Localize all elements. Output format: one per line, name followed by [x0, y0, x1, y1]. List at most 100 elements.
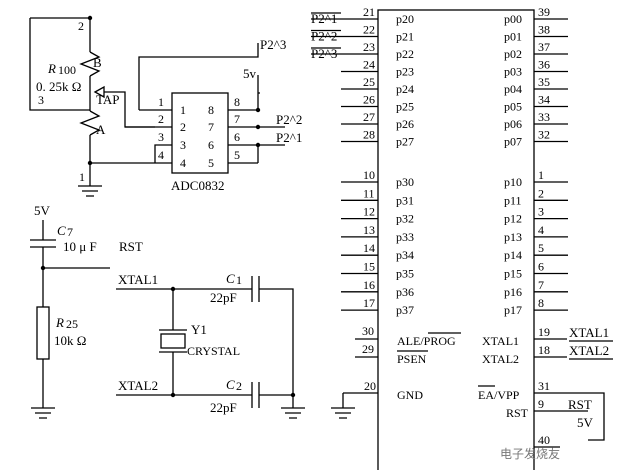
mcu-right-pin-number: 39	[538, 5, 550, 19]
pot-ref-letter: R	[47, 61, 56, 76]
mcu-pin-xtal2-name: XTAL2	[482, 352, 519, 366]
potentiometer-r100: R 100 0. 25k Ω 2 3 1 B TAP A	[29, 15, 155, 186]
mcu-left-pin-number: 21	[363, 5, 375, 19]
pot-value: 0. 25k Ω	[36, 79, 81, 94]
reset-cap-value: 10 μ F	[63, 239, 97, 254]
adc-ext-pin-3: 3	[158, 130, 164, 144]
mcu-pin-ea-name: EA/VPP	[478, 388, 520, 402]
adc-net-p22: P2^2	[276, 112, 302, 127]
adc-net-p23: P2^3	[260, 37, 286, 52]
mcu-right-pin-name: p04	[504, 82, 522, 96]
mcu-right-pin-name: p06	[504, 117, 522, 131]
mcu-left-pin-number: 14	[363, 241, 375, 255]
mcu-left-pin-name: p27	[396, 135, 414, 149]
pot-ref-sub: 100	[58, 63, 76, 77]
mcu-right-pin-number: 6	[538, 260, 544, 274]
crystal-c1-ref: C	[226, 271, 235, 286]
mcu-left-pin-number: 26	[363, 93, 375, 107]
mcu-left-pin-name: p24	[396, 82, 414, 96]
adc-ext-pin-6: 6	[234, 130, 240, 144]
reset-res-value: 10k Ω	[54, 333, 86, 348]
adc-ext-pin-7: 7	[234, 112, 240, 126]
crystal-y1-ref: Y1	[191, 322, 207, 337]
mcu-left-pin-name: p31	[396, 193, 414, 207]
mcu-right-pin-name: p15	[504, 267, 522, 281]
mcu-left-pin-number: 13	[363, 223, 375, 237]
mcu-net-5v: 5V	[577, 415, 594, 430]
mcu-left-pin-name: p20	[396, 12, 414, 26]
crystal-c1-value: 22pF	[210, 290, 237, 305]
mcu-right-pin-number: 8	[538, 296, 544, 310]
mcu-left-pin-number: 27	[363, 110, 375, 124]
mcu-left-pin-name: p32	[396, 212, 414, 226]
mcu-left-pin-name: p22	[396, 47, 414, 61]
mcu-right-pin-group: 39p0038p0137p0236p0335p0434p0533p0632p07…	[504, 5, 568, 317]
pot-pin-2: 2	[78, 19, 84, 33]
adc-in-pin-6: 6	[208, 138, 214, 152]
mcu-left-pin-name: p33	[396, 230, 414, 244]
reset-res-ref: R	[55, 315, 64, 330]
mcu-pin-rst-name: RST	[506, 406, 529, 420]
mcu-right-pin-name: p16	[504, 285, 522, 299]
adc-net-5v: 5v	[243, 66, 257, 81]
mcu-left-pin-number: 11	[363, 186, 375, 200]
mcu-left-pin-number: 15	[363, 260, 375, 274]
mcu-pin-31-num: 31	[538, 379, 550, 393]
mcu-net-xtal2: XTAL2	[569, 343, 609, 358]
mcu-left-pin-number: 28	[363, 128, 375, 142]
mcu-left-pin-name: p36	[396, 285, 414, 299]
adc-ext-pin-1: 1	[158, 95, 164, 109]
mcu-right-pin-name: p14	[504, 248, 522, 262]
pot-pin-1: 1	[79, 170, 85, 184]
crystal-c2-sub: 2	[236, 379, 242, 393]
mcu-pin-30-num: 30	[362, 324, 374, 338]
mcu-right-pin-name: p17	[504, 303, 522, 317]
mcu-left-pin-number: 22	[363, 23, 375, 37]
mcu-right-pin-number: 1	[538, 168, 544, 182]
mcu-left-pin-number: 17	[363, 296, 375, 310]
adc-ext-pin-5: 5	[234, 148, 240, 162]
crystal-xtal2-label: XTAL2	[118, 378, 158, 393]
adc-ext-pin-8: 8	[234, 95, 240, 109]
mcu-right-pin-name: p02	[504, 47, 522, 61]
mcu-right-pin-name: p03	[504, 65, 522, 79]
mcu-net-rst: RST	[568, 397, 592, 412]
crystal-c2-value: 22pF	[210, 400, 237, 415]
mcu-pin-19-num: 19	[538, 325, 550, 339]
mcu-right-pin-number: 2	[538, 186, 544, 200]
mcu-right-pin-name: p00	[504, 12, 522, 26]
mcu-right-pin-number: 36	[538, 58, 550, 72]
watermark-text: 电子发烧友	[500, 446, 560, 461]
mcu-left-pin-number: 16	[363, 278, 375, 292]
reset-cap-ref: C	[57, 223, 66, 238]
mcu-pin-psen-name: PSEN	[397, 352, 427, 366]
mcu-pin-xtal1-name: XTAL1	[482, 334, 519, 348]
mcu-right-pin-name: p10	[504, 175, 522, 189]
mcu-right-pin-name: p05	[504, 100, 522, 114]
crystal-circuit: XTAL1 C 1 22pF Y1 CRYSTAL XTAL2 C 2 22pF	[116, 271, 305, 419]
adc-in-pin-2: 2	[180, 120, 186, 134]
reset-cap-sub: 7	[67, 225, 73, 239]
adc-in-pin-7: 7	[208, 120, 214, 134]
adc-in-pin-1: 1	[180, 103, 186, 117]
mcu-left-pin-name: p34	[396, 248, 414, 262]
mcu-right-pin-name: p01	[504, 30, 522, 44]
mcu-left-pin-number: 25	[363, 75, 375, 89]
mcu-pin-20-num: 20	[364, 379, 376, 393]
adc-part-name: ADC0832	[171, 178, 224, 193]
adc-in-pin-3: 3	[180, 138, 186, 152]
adc-in-pin-8: 8	[208, 103, 214, 117]
mcu-right-pin-number: 3	[538, 205, 544, 219]
mcu-right-pin-number: 32	[538, 128, 550, 142]
mcu-left-pin-name: p26	[396, 117, 414, 131]
ground-symbol-pot	[78, 185, 102, 197]
reset-net-rst: RST	[119, 239, 143, 254]
mcu-left-pin-name: p30	[396, 175, 414, 189]
mcu-right-pin-name: p11	[504, 193, 522, 207]
mcu-right-pin-name: p13	[504, 230, 522, 244]
reset-circuit: 5V C 7 10 μ F RST R 25 10k Ω	[30, 203, 143, 419]
adc0832-chip: 1 2 3 4 1 2 3 4 8 7 6 5 8 7 6 5 ADC0832 …	[90, 37, 302, 193]
mcu-left-pin-name: p37	[396, 303, 414, 317]
